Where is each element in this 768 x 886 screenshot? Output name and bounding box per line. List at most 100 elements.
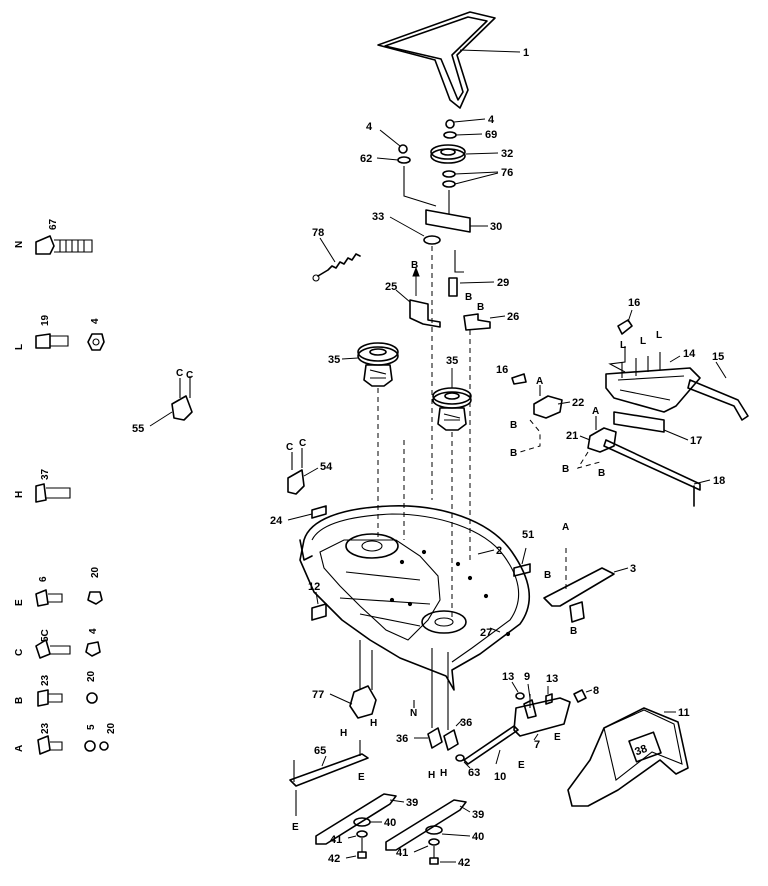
mandrels-36 [427, 648, 459, 751]
ref-N-deck: N [410, 708, 417, 719]
washer-63 [455, 754, 465, 762]
ref-C-55b: C [186, 370, 193, 381]
bracket-54 [287, 448, 305, 495]
ref-L-1: L [620, 340, 626, 351]
shaft-10 [463, 725, 519, 765]
bracket-77 [349, 640, 377, 719]
key-B: B 23 20 [14, 670, 97, 704]
callout-33: 33 [372, 211, 384, 223]
key-A-part3: 20 [106, 722, 117, 734]
callout-76: 76 [501, 167, 513, 179]
key-A-label: A [14, 745, 25, 752]
ref-E-7a: E [518, 760, 525, 771]
callout-78: 78 [312, 227, 324, 239]
callout-42b: 42 [458, 857, 470, 869]
callout-21: 21 [566, 430, 578, 442]
ref-B-3a: B [544, 570, 551, 581]
clip-16 [617, 319, 633, 335]
callout-40a: 40 [384, 817, 396, 829]
ref-C-54b: C [299, 438, 306, 449]
key-L-label: L [14, 344, 25, 350]
key-H-label: H [14, 491, 25, 498]
key-N: N 67 [14, 218, 59, 248]
callout-77: 77 [312, 689, 324, 701]
bolt-29 [448, 250, 464, 297]
blade-adapter-65 [289, 740, 369, 787]
callout-39a: 39 [406, 797, 418, 809]
callout-18: 18 [713, 475, 725, 487]
blade-left [315, 793, 397, 845]
callout-35a: 35 [328, 354, 340, 366]
ref-B-26a: B [465, 292, 472, 303]
callout-4b: 4 [488, 114, 495, 126]
key-A: A 23 5 20 [14, 722, 117, 752]
callout-36a: 36 [396, 733, 408, 745]
ref-B-22a: B [510, 420, 517, 431]
callout-8: 8 [593, 685, 599, 697]
callout-13a: 13 [502, 671, 514, 683]
key-B-part2: 20 [86, 670, 97, 682]
ref-H-36b: H [440, 768, 447, 779]
ref-A-22: A [536, 376, 543, 387]
callout-16b: 16 [496, 364, 508, 376]
ref-C-55a: C [176, 368, 183, 379]
callout-41b: 41 [396, 847, 408, 859]
callout-16a: 16 [628, 297, 640, 309]
bracket-7 [513, 694, 571, 737]
ref-E-7b: E [554, 732, 561, 743]
pins-13 [515, 692, 553, 719]
callout-54: 54 [320, 461, 333, 473]
ref-B-21b: B [598, 468, 605, 479]
callout-26: 26 [507, 311, 519, 323]
callout-22: 22 [572, 397, 584, 409]
key-C: C 5C 4 [14, 628, 99, 656]
callout-32: 32 [501, 148, 513, 160]
ref-A-21: A [592, 406, 599, 417]
v-belt [377, 11, 496, 109]
callout-24: 24 [270, 515, 283, 527]
key-A-part1: 23 [40, 722, 51, 734]
callout-62: 62 [360, 153, 372, 165]
spindle-left [357, 342, 399, 387]
callout-42a: 42 [328, 853, 340, 865]
bracket-26 [463, 313, 491, 331]
ref-E-65b: E [292, 822, 299, 833]
bracket-17 [613, 411, 665, 433]
bracket-21 [576, 416, 617, 469]
lift-bracket-14 [605, 346, 701, 413]
callout-13b: 13 [546, 673, 558, 685]
mower-deck [299, 505, 531, 691]
ref-L-2: L [640, 336, 646, 347]
key-C-part2: 4 [88, 628, 99, 634]
discharge-chute: 38 [567, 707, 689, 807]
callout-1: 1 [523, 47, 529, 59]
bracket-22 [519, 385, 563, 453]
callout-27: 27 [480, 627, 492, 639]
pin-16b [511, 373, 527, 385]
bracket-55 [171, 376, 193, 421]
callout-35b: 35 [446, 355, 458, 367]
ref-L-3: L [656, 330, 662, 341]
callout-25: 25 [385, 281, 397, 293]
ref-B-21a: B [562, 464, 569, 475]
callout-39b: 39 [472, 809, 484, 821]
ref-H-77a: H [340, 728, 347, 739]
callout-10: 10 [494, 771, 506, 783]
key-B-label: B [14, 697, 25, 704]
key-N-label: N [14, 241, 25, 248]
key-C-part1: 5C [40, 629, 51, 642]
callout-40b: 40 [472, 831, 484, 843]
callout-14: 14 [683, 348, 696, 360]
callout-69: 69 [485, 129, 497, 141]
callout-63: 63 [468, 767, 480, 779]
ref-H-77b: H [370, 718, 377, 729]
spindle-right [432, 387, 472, 431]
pulley-hardware [397, 119, 466, 188]
key-C-label: C [14, 649, 25, 656]
callout-51: 51 [522, 529, 534, 541]
key-E: E 6 20 [14, 566, 101, 606]
callout-15: 15 [712, 351, 724, 363]
key-H-part: 37 [40, 468, 51, 480]
deck-badge: 38 [633, 743, 649, 758]
key-B-part1: 23 [40, 674, 51, 686]
